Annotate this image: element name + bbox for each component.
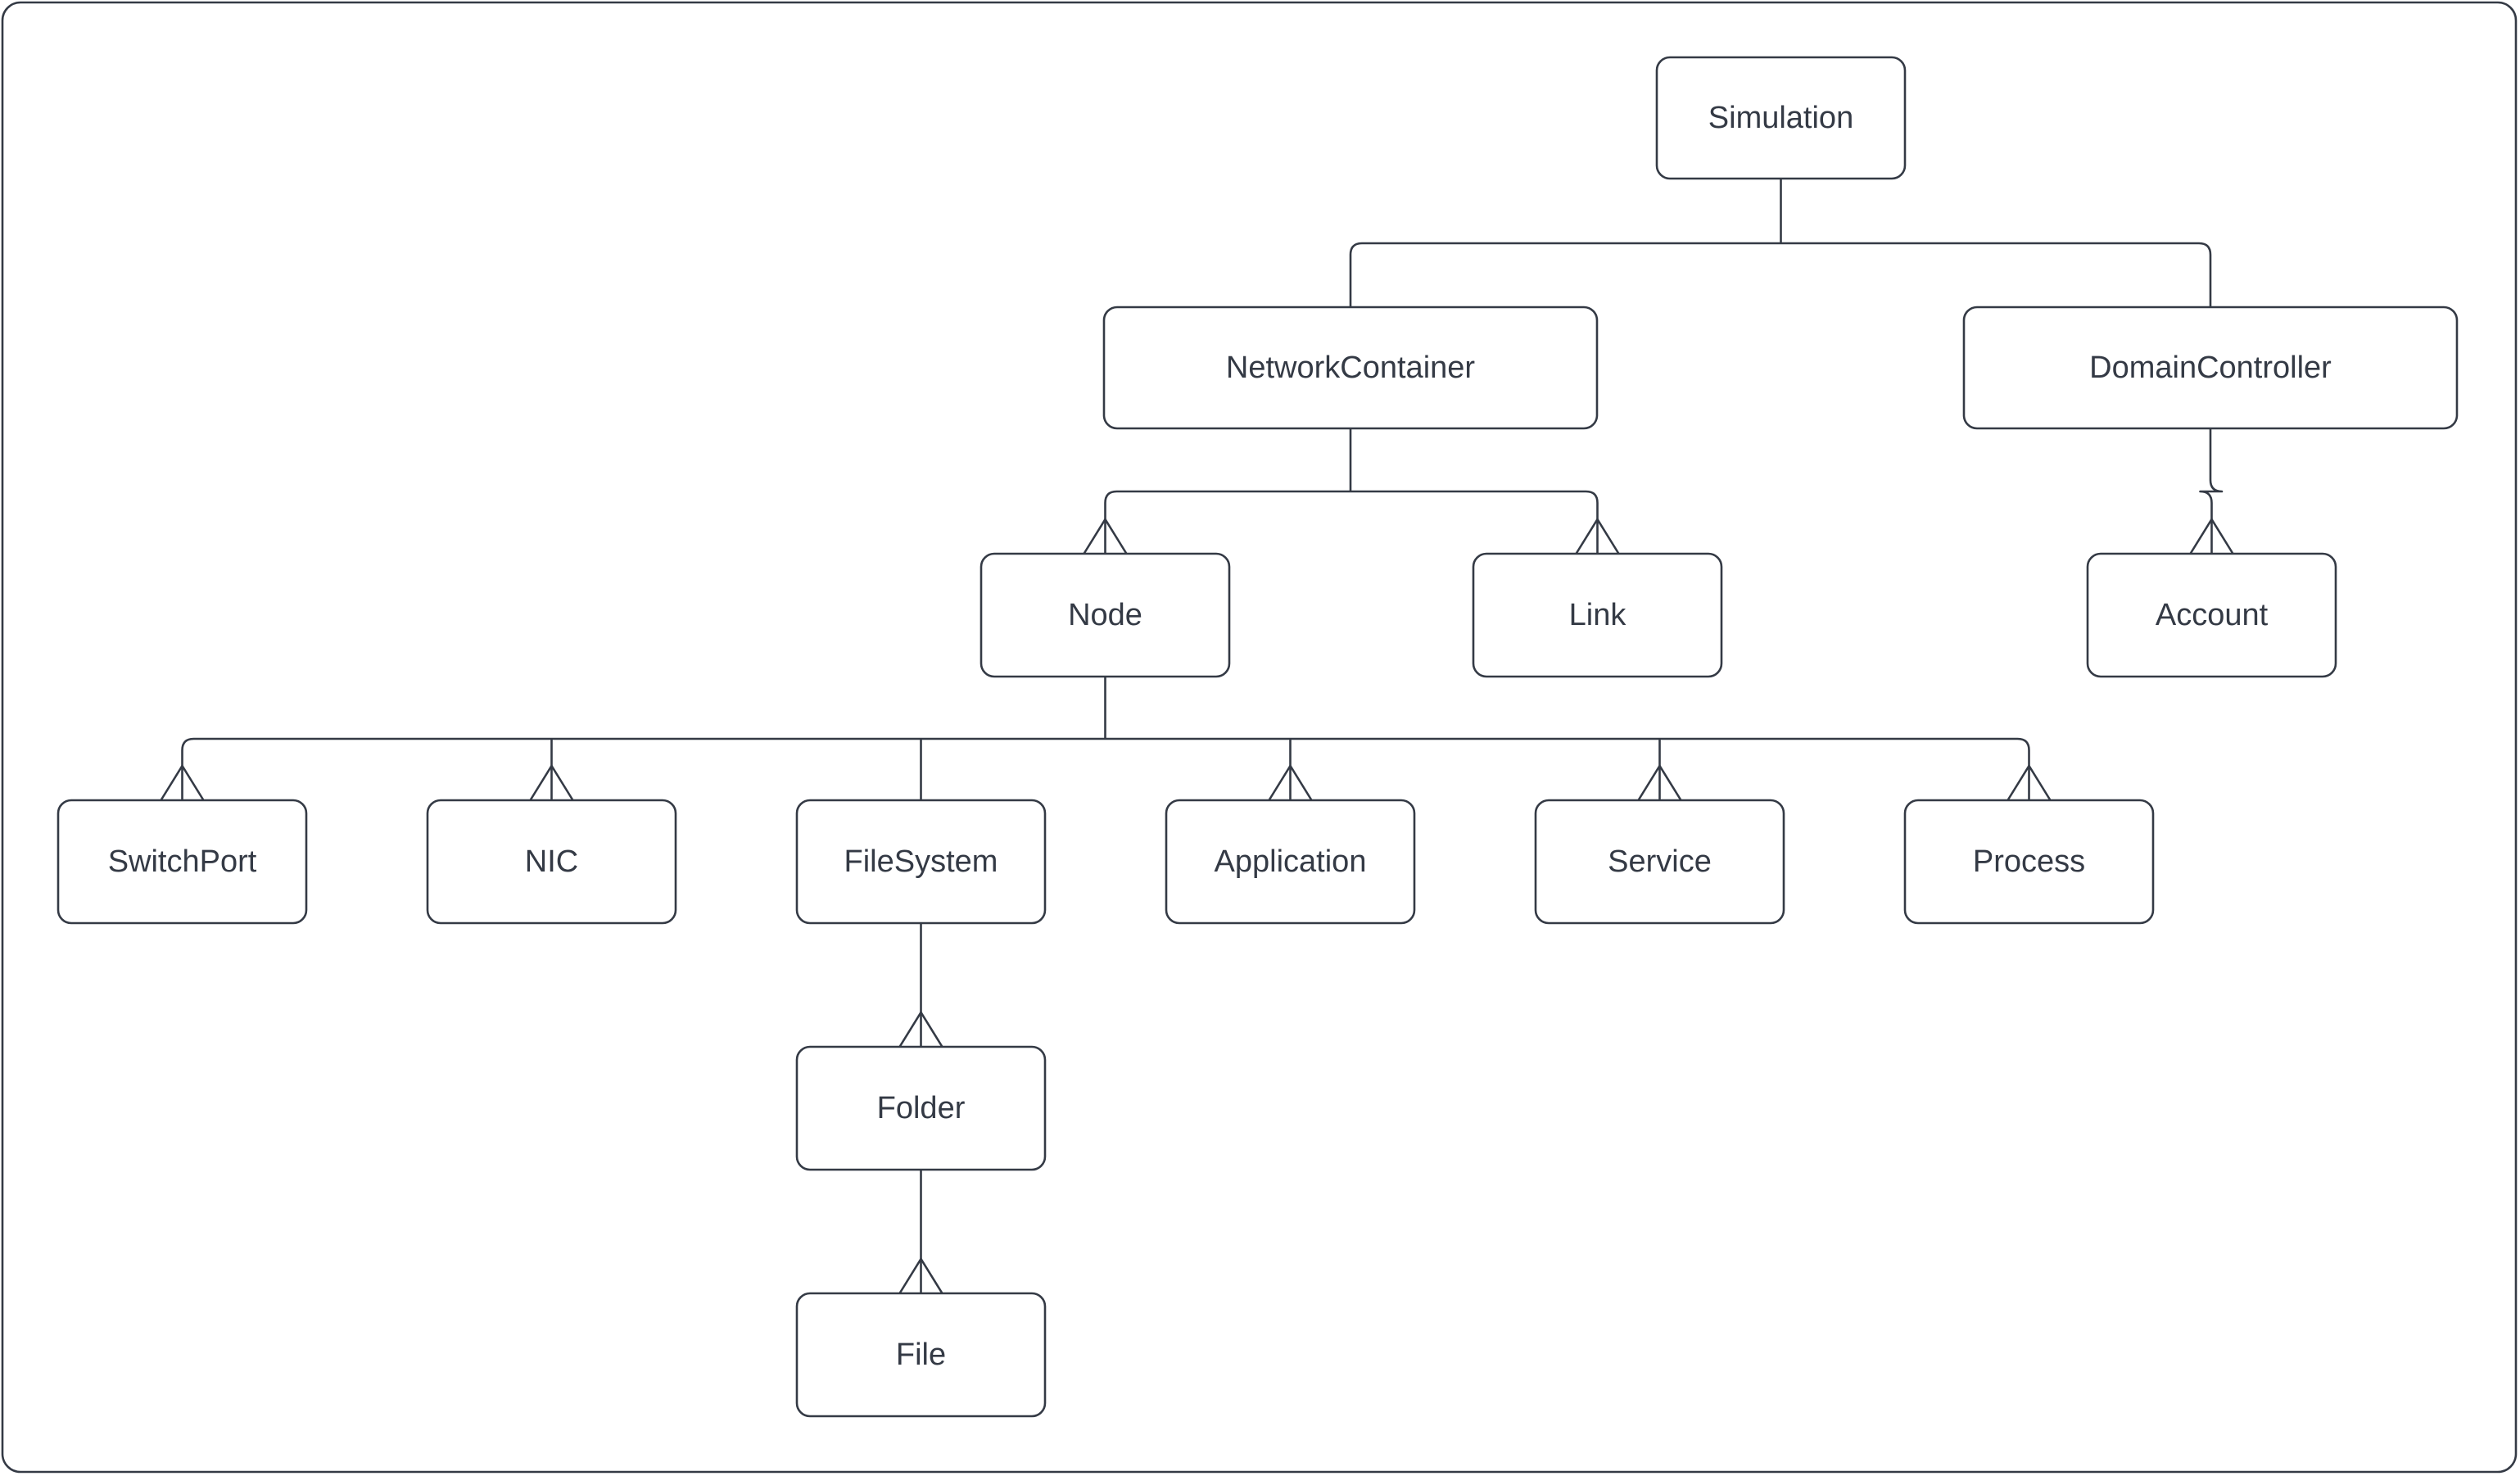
class-node-service[interactable]: Service — [1534, 799, 1785, 925]
edge-node-to-service — [1637, 739, 1682, 801]
class-node-domaincontroller[interactable]: DomainController — [1962, 306, 2459, 430]
class-node-label-folder: Folder — [877, 1091, 966, 1125]
class-node-box-node[interactable] — [979, 552, 1231, 678]
class-node-label-service: Service — [1608, 844, 1712, 879]
edge-node-to-switchport — [160, 750, 205, 801]
class-node-nic[interactable]: NIC — [426, 799, 677, 925]
class-node-account[interactable]: Account — [2086, 552, 2337, 678]
class-node-label-nic: NIC — [525, 844, 578, 879]
class-node-box-folder[interactable] — [795, 1045, 1047, 1171]
edge-domaincontroller-to-account — [2189, 428, 2234, 555]
class-node-label-node: Node — [1068, 598, 1142, 632]
edge-networkcontainer-to-link — [1575, 503, 1620, 555]
class-node-switchport[interactable]: SwitchPort — [57, 799, 308, 925]
class-node-label-switchport: SwitchPort — [108, 844, 257, 879]
class-node-label-account: Account — [2156, 598, 2269, 632]
class-node-label-simulation: Simulation — [1708, 101, 1853, 135]
class-node-label-domaincontroller: DomainController — [2089, 351, 2332, 385]
edge-bus-simulation — [1349, 242, 2212, 256]
class-node-box-simulation[interactable] — [1655, 56, 1907, 180]
class-node-node[interactable]: Node — [979, 552, 1231, 678]
class-node-box-account[interactable] — [2086, 552, 2337, 678]
class-node-box-process[interactable] — [1903, 799, 2155, 925]
class-node-link[interactable]: Link — [1472, 552, 1723, 678]
edge-node-to-nic — [529, 739, 574, 801]
class-node-label-link: Link — [1569, 598, 1627, 632]
edge-node-to-application — [1268, 739, 1313, 801]
class-node-box-nic[interactable] — [426, 799, 677, 925]
class-node-label-filesystem: FileSystem — [844, 844, 998, 879]
edge-networkcontainer-to-node — [1083, 503, 1128, 555]
edge-node-to-process — [2006, 750, 2052, 801]
class-node-filesystem[interactable]: FileSystem — [795, 799, 1047, 925]
class-node-box-filesystem[interactable] — [795, 799, 1047, 925]
class-node-label-process: Process — [1973, 844, 2085, 879]
class-node-box-networkcontainer[interactable] — [1102, 306, 1599, 430]
class-node-box-switchport[interactable] — [57, 799, 308, 925]
edge-filesystem-to-folder — [898, 923, 943, 1048]
edge-folder-to-file — [898, 1170, 943, 1294]
class-node-label-application: Application — [1215, 844, 1367, 879]
edge-bus-node — [181, 737, 2030, 751]
edge-bus-networkcontainer — [1104, 490, 1599, 504]
class-node-label-file: File — [896, 1338, 946, 1372]
edge-layer — [160, 179, 2234, 1294]
class-node-box-service[interactable] — [1534, 799, 1785, 925]
class-node-application[interactable]: Application — [1165, 799, 1416, 925]
class-node-folder[interactable]: Folder — [795, 1045, 1047, 1171]
class-node-box-domaincontroller[interactable] — [1962, 306, 2459, 430]
class-node-process[interactable]: Process — [1903, 799, 2155, 925]
class-node-box-link[interactable] — [1472, 552, 1723, 678]
class-node-file[interactable]: File — [795, 1292, 1047, 1418]
class-node-label-networkcontainer: NetworkContainer — [1226, 351, 1475, 385]
class-node-box-file[interactable] — [795, 1292, 1047, 1418]
class-node-box-application[interactable] — [1165, 799, 1416, 925]
class-node-simulation[interactable]: Simulation — [1655, 56, 1907, 180]
class-node-networkcontainer[interactable]: NetworkContainer — [1102, 306, 1599, 430]
